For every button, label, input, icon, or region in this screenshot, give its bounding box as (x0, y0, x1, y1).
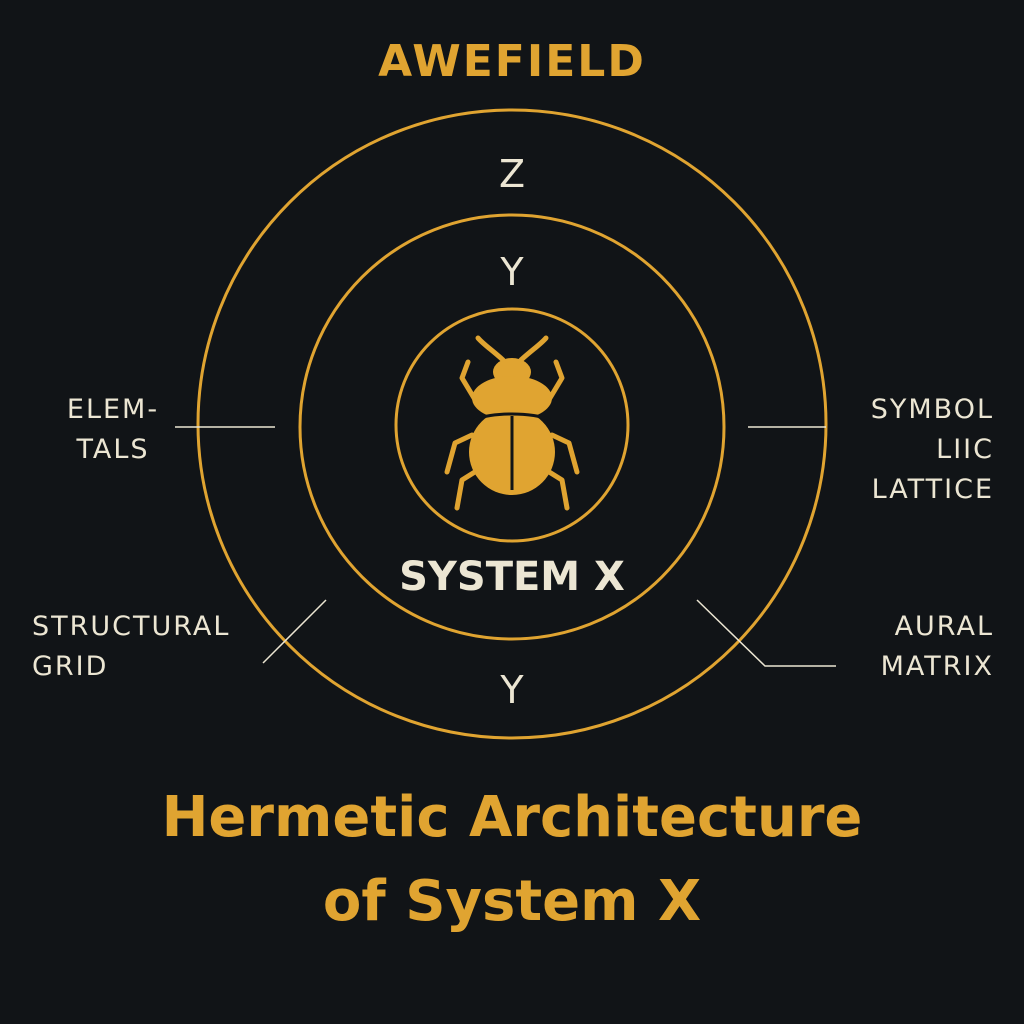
structural-grid-label: STRUCTURAL GRID (32, 607, 272, 687)
elementals-label-line-1: ELEM- (66, 394, 160, 425)
symbolic-lattice-label-line-2: LIIC (936, 434, 994, 465)
aural-matrix-label-line-1: AURAL (894, 611, 994, 642)
elementals-label: ELEM- TALS (38, 390, 188, 470)
aural-matrix-connector (696, 599, 836, 667)
page-title: Hermetic Architecture of System X (0, 776, 1024, 944)
outer-ring-top-label: Z (498, 152, 526, 196)
structural-grid-connector (262, 599, 327, 664)
inner-ring (394, 307, 630, 543)
symbolic-lattice-label-line-1: SYMBOL (870, 394, 994, 425)
outer-ring (196, 108, 828, 740)
middle-ring-top-label: Y (500, 250, 524, 294)
symbolic-lattice-label: SYMBOL LIIC LATTICE (820, 390, 994, 510)
structural-grid-label-line-1: STRUCTURAL (32, 611, 231, 642)
core-label: SYSTEM X (399, 554, 625, 600)
symbolic-lattice-label-line-3: LATTICE (871, 474, 994, 505)
elementals-label-line-2: TALS (76, 434, 150, 465)
page-title-line-2: of System X (322, 869, 702, 934)
page-title-line-1: Hermetic Architecture (161, 785, 863, 850)
scarab-beetle-icon (444, 335, 580, 511)
aural-matrix-label: AURAL MATRIX (840, 607, 994, 687)
middle-ring (298, 213, 726, 641)
brand-title: AWEFIELD (378, 36, 646, 87)
outer-ring-bottom-label: Y (500, 668, 524, 712)
structural-grid-label-line-2: GRID (32, 651, 109, 682)
aural-matrix-label-line-2: MATRIX (880, 651, 994, 682)
